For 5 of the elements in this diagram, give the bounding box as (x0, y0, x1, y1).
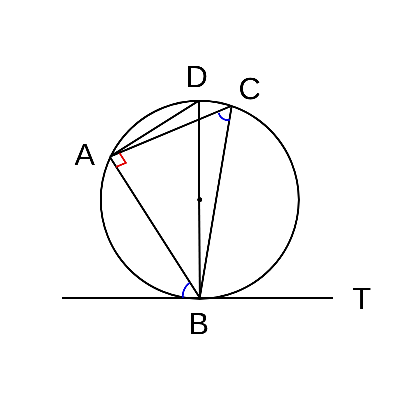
point-label: D (186, 62, 208, 92)
point-label: A (74, 140, 96, 170)
point-label: T (352, 284, 372, 314)
point-label: B (188, 308, 210, 340)
point-label: C (238, 74, 262, 104)
